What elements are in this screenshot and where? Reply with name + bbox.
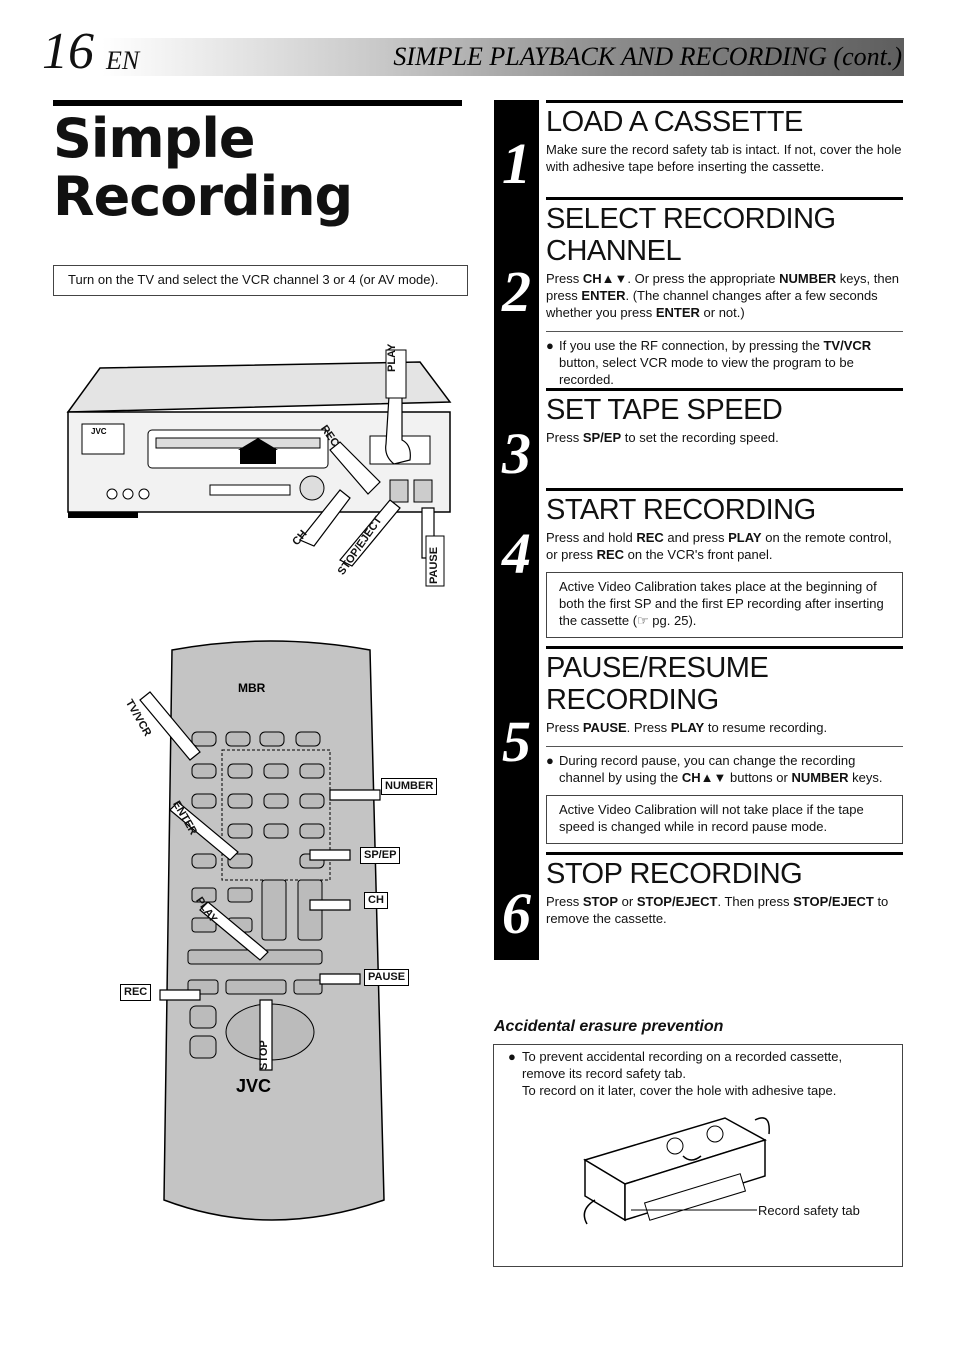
step-body: Press SP/EP to set the recording speed. bbox=[546, 430, 779, 445]
step-title: START RECORDING bbox=[546, 494, 816, 526]
step-title: SET TAPE SPEED bbox=[546, 394, 783, 426]
remote-logo: MBR bbox=[238, 681, 266, 695]
remote-illustration: MBR JVC bbox=[139, 640, 385, 1221]
step-body: Press STOP or STOP/EJECT. Then press STO… bbox=[546, 894, 889, 926]
page-title: Simple Recording bbox=[53, 110, 463, 226]
step-note: Active Video Calibration will not take p… bbox=[546, 795, 903, 844]
page-title-line2: Recording bbox=[53, 165, 353, 228]
remote-label-sp-ep: SP/EP bbox=[360, 847, 401, 864]
step-number-2: 2 bbox=[502, 259, 531, 324]
step-load-cassette: LOAD A CASSETTE Make sure the record saf… bbox=[546, 100, 903, 175]
accidental-line2: To record on it later, cover the hole wi… bbox=[522, 1083, 837, 1098]
step-set-tape-speed: SET TAPE SPEED Press SP/EP to set the re… bbox=[546, 388, 903, 446]
accidental-box bbox=[493, 1044, 903, 1267]
step-number-5: 5 bbox=[502, 709, 531, 774]
step-title: STOP RECORDING bbox=[546, 858, 803, 890]
step-bullet: ● During record pause, you can change th… bbox=[546, 746, 903, 786]
bullet-text: During record pause, you can change the … bbox=[559, 753, 883, 785]
remote-label-rec: REC bbox=[120, 984, 152, 1001]
vcr-label-play: PLAY bbox=[386, 343, 398, 372]
step-number-4: 4 bbox=[502, 521, 531, 586]
bullet-icon: ● bbox=[546, 753, 554, 768]
cassette-illustration bbox=[583, 1117, 770, 1225]
step-number-3: 3 bbox=[502, 421, 531, 486]
remote-label-stop: STOP bbox=[258, 1040, 270, 1070]
accidental-line1: To prevent accidental recording on a rec… bbox=[522, 1049, 843, 1081]
step-number-1: 1 bbox=[502, 131, 531, 196]
record-safety-tab-label: Record safety tab bbox=[758, 1203, 860, 1218]
step-title: PAUSE/RESUME RECORDING bbox=[546, 652, 769, 716]
bullet-icon: ● bbox=[546, 338, 554, 353]
bullet-text: If you use the RF connection, by pressin… bbox=[559, 338, 872, 387]
step-body: Press PAUSE. Press PLAY to resume record… bbox=[546, 720, 828, 735]
step-select-channel: SELECT RECORDING CHANNEL Press CH▲▼. Or … bbox=[546, 197, 903, 388]
title-rule bbox=[53, 100, 462, 106]
page-title-line1: Simple bbox=[53, 107, 255, 170]
accidental-title: Accidental erasure prevention bbox=[494, 1018, 724, 1035]
bullet-icon: ● bbox=[508, 1049, 516, 1064]
vcr-label-pause: PAUSE bbox=[428, 546, 440, 584]
step-title: SELECT RECORDING CHANNEL bbox=[546, 203, 836, 267]
intro-box: Turn on the TV and select the VCR channe… bbox=[53, 265, 468, 296]
vcr-brand: JVC bbox=[91, 427, 107, 436]
step-number-6: 6 bbox=[502, 881, 531, 946]
accidental-text: ● To prevent accidental recording on a r… bbox=[508, 1048, 888, 1099]
step-body: Press and hold REC and press PLAY on the… bbox=[546, 530, 892, 562]
step-note: Active Video Calibration takes place at … bbox=[546, 572, 903, 638]
remote-label-ch: CH bbox=[364, 892, 388, 909]
remote-label-pause: PAUSE bbox=[364, 969, 410, 986]
step-body: Make sure the record safety tab is intac… bbox=[546, 142, 902, 174]
remote-brand: JVC bbox=[236, 1076, 271, 1096]
step-number-column bbox=[494, 100, 539, 960]
step-title: LOAD A CASSETTE bbox=[546, 106, 803, 138]
page-number: 16 bbox=[42, 23, 94, 80]
step-start-recording: START RECORDING Press and hold REC and p… bbox=[546, 488, 903, 638]
vcr-illustration: JVC bbox=[66, 349, 452, 587]
step-pause-resume: PAUSE/RESUME RECORDING Press PAUSE. Pres… bbox=[546, 646, 903, 844]
page-language: EN bbox=[106, 46, 140, 75]
step-stop-recording: STOP RECORDING Press STOP or STOP/EJECT.… bbox=[546, 852, 903, 927]
step-bullet: ● If you use the RF connection, by press… bbox=[546, 331, 903, 388]
section-title: SIMPLE PLAYBACK AND RECORDING (cont.) bbox=[393, 42, 902, 71]
remote-label-number: NUMBER bbox=[381, 778, 438, 795]
step-body: Press CH▲▼. Or press the appropriate NUM… bbox=[546, 271, 900, 320]
header-bar bbox=[102, 38, 904, 76]
